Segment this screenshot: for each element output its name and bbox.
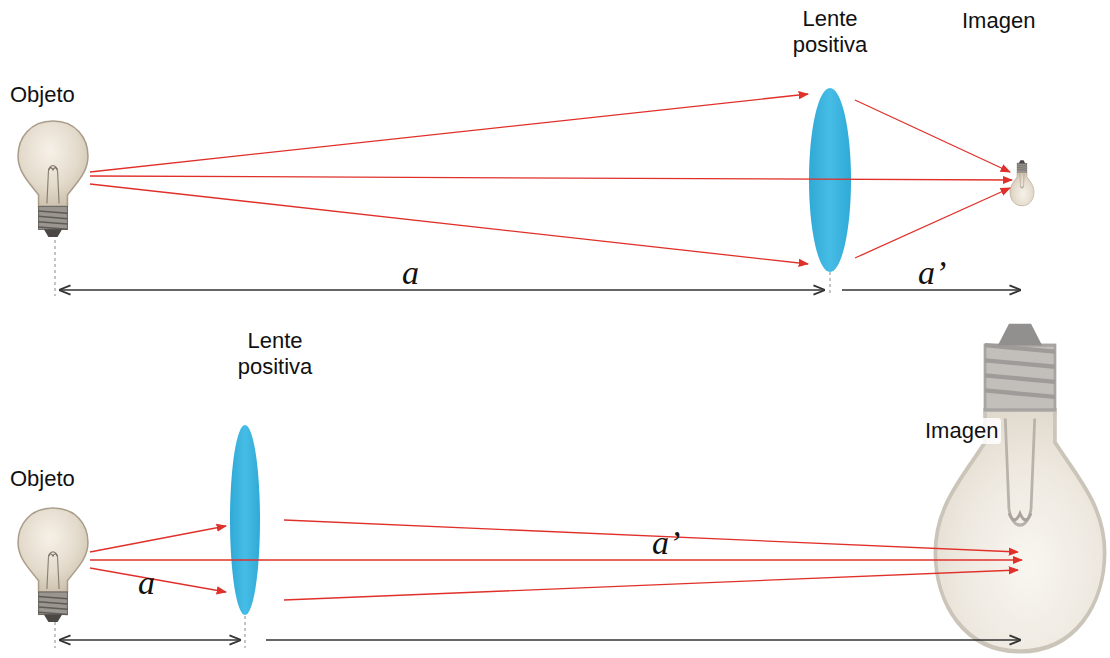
light-rays [90,520,1022,600]
object-bulb [18,121,88,237]
object-label: Objeto [10,82,75,108]
image-bulb [935,324,1104,652]
bottom-setup [18,324,1105,652]
distance-label: a [138,566,155,600]
positive-lens [809,88,851,272]
light-rays [90,94,1012,264]
reference-line [245,616,246,648]
image-label: Imagen [922,418,1001,444]
dimension-lines [60,639,1020,640]
reference-line [55,240,56,296]
distance-label: a [402,256,419,290]
distance-label: a’ [652,526,680,560]
distance-label: a’ [918,256,946,290]
lens-label: Lente positiva [210,328,340,381]
positive-lens [230,425,260,615]
reference-line [830,272,831,296]
top-setup [18,88,1034,296]
dimension-lines [60,289,1020,290]
lens-label: Lente positiva [765,6,895,59]
image-label: Imagen [962,8,1035,34]
object-label: Objeto [10,466,75,492]
reference-line [55,622,56,648]
object-bulb [18,508,88,622]
image-bulb [1010,160,1034,206]
